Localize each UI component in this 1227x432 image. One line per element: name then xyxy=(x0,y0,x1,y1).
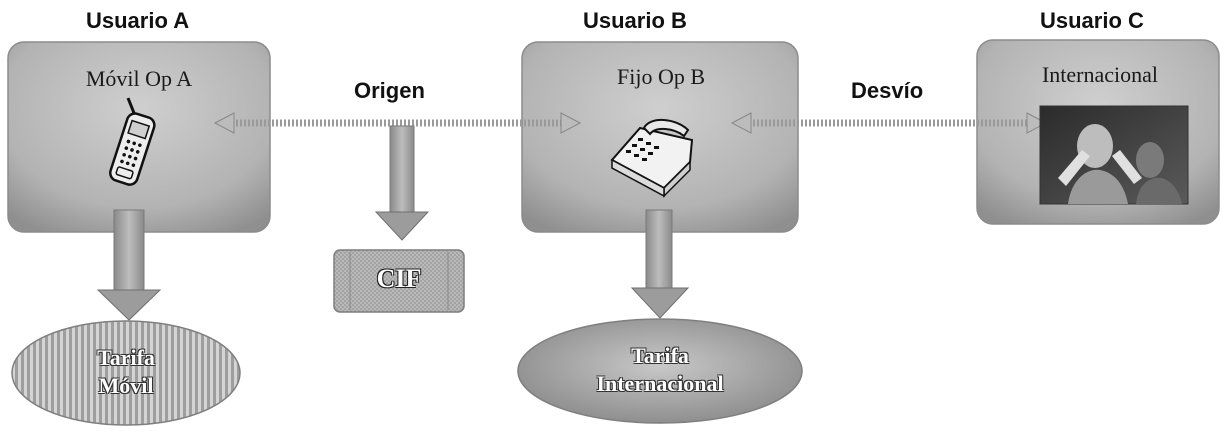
rate-b-down-arrow xyxy=(630,209,690,319)
user-a-box-title: Móvil Op A xyxy=(85,66,193,91)
rate-b-text: Tarifa Internacional xyxy=(540,342,780,398)
rate-a-text: Tarifa Móvil xyxy=(26,344,226,400)
origin-call-arrow xyxy=(213,112,582,134)
rate-a-down-arrow xyxy=(96,209,162,321)
user-a-label: Usuario A xyxy=(86,8,190,33)
rate-b-ellipse xyxy=(517,318,803,424)
mobile-phone-icon xyxy=(109,97,156,186)
cif-down-arrow xyxy=(374,125,430,241)
user-c-label: Usuario C xyxy=(1040,8,1144,33)
rate-b-line2: Internacional xyxy=(596,371,724,396)
cif-label: CIF xyxy=(376,264,422,293)
desk-telephone-icon xyxy=(610,119,694,198)
cif-box xyxy=(333,249,465,313)
rate-a-line2: Móvil xyxy=(98,373,154,398)
user-b-box-title: Fijo Op B xyxy=(616,64,706,89)
origin-flow-label: Origen xyxy=(354,78,425,103)
user-b-label: Usuario B xyxy=(583,8,687,33)
rate-a-ellipse xyxy=(11,320,241,426)
rate-b-line1: Tarifa xyxy=(631,343,689,368)
forward-flow-label: Desvío xyxy=(851,78,924,103)
international-people-photo-icon xyxy=(1039,105,1189,205)
rate-a-line1: Tarifa xyxy=(97,345,155,370)
user-c-box-title: Internacional xyxy=(1041,62,1159,87)
forward-call-arrow xyxy=(730,112,1048,134)
